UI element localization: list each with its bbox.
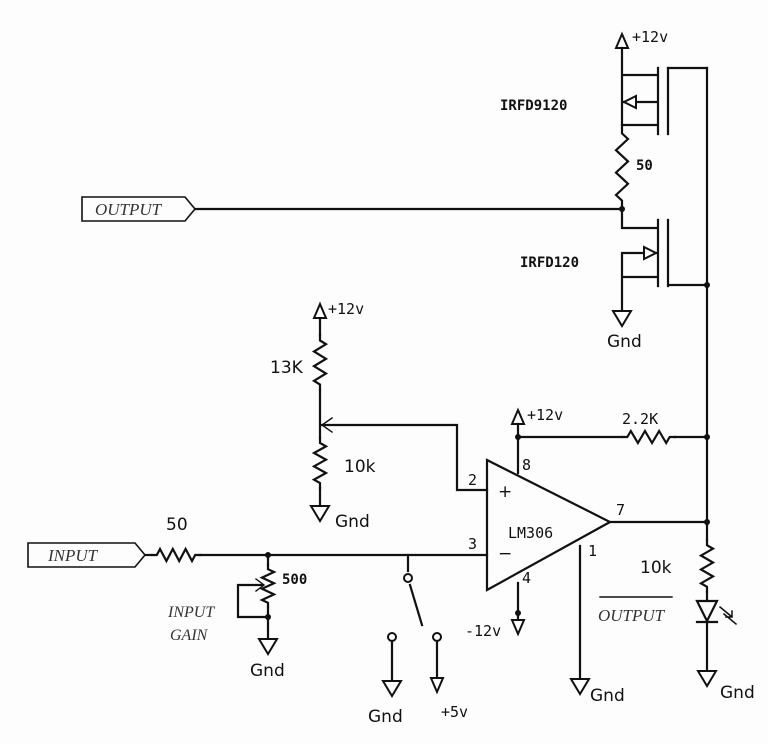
input-gain-label-1: INPUT (167, 604, 215, 621)
neg-supply-arrow-icon (510, 619, 526, 637)
gate-resistor (614, 123, 630, 211)
led (695, 590, 738, 672)
switch-ground-label: Gnd (368, 707, 403, 727)
ground-icon (569, 678, 591, 696)
minus-sign: − (498, 544, 512, 564)
resistor-10k-led (698, 538, 716, 594)
light-emission-icon (718, 605, 738, 626)
inverted-output-label: OUTPUT (598, 606, 666, 625)
input-switch[interactable] (387, 553, 442, 682)
resistor-10k-led-label: 10k (640, 558, 672, 578)
plus-sign: + (498, 482, 512, 502)
supply-arrow-icon (429, 677, 445, 695)
output-port[interactable]: OUTPUT (81, 196, 197, 222)
ground-icon (309, 505, 331, 523)
resistor-13k (311, 333, 329, 392)
pin1-ground-label: Gnd (590, 686, 625, 706)
ground-icon (611, 310, 633, 328)
wiper-wire (320, 423, 489, 492)
input-port[interactable]: INPUT (27, 542, 147, 568)
pin-8-label: 8 (522, 456, 531, 474)
bias-supply-label: +12v (328, 300, 364, 318)
ground-icon (696, 670, 718, 688)
pmos-part-label: IRFD9120 (500, 98, 567, 114)
resistor-10k-bias-label: 10k (344, 457, 376, 477)
supply-arrow-icon (510, 407, 526, 425)
supply-arrow-icon (614, 31, 630, 49)
pmos-transistor (614, 31, 709, 136)
nmos-ground-label: Gnd (607, 332, 642, 352)
opamp-pos-supply-label: +12v (527, 406, 563, 424)
pin-3-label: 3 (468, 535, 477, 553)
pin-7-label: 7 (616, 501, 625, 519)
input-gain-label-2: GAIN (170, 627, 209, 644)
nmos-part-label: IRFD120 (520, 255, 579, 271)
arrow-icon (643, 245, 659, 261)
bias-ground-label: Gnd (335, 512, 370, 532)
resistor-13k-label: 13K (270, 358, 304, 378)
wiper-arrow-icon (320, 417, 333, 433)
opamp-neg-supply-label: -12v (465, 622, 501, 640)
input-resistor-label: 50 (166, 515, 188, 535)
pot-wiper-arrow-icon (255, 578, 266, 592)
switch-supply-label: +5v (441, 703, 468, 721)
resistor-10k-bias (311, 436, 329, 490)
input-resistor (150, 546, 202, 564)
opamp-part-label: LM306 (508, 524, 553, 542)
supply-arrow-icon (312, 301, 328, 319)
gain-pot-label: 500 (282, 572, 307, 588)
resistor-2k2 (620, 428, 677, 446)
gain-ground-label: Gnd (250, 661, 285, 681)
gate-resistor-label: 50 (636, 158, 653, 174)
nmos-transistor (611, 207, 709, 328)
resistor-2k2-label: 2.2K (622, 410, 658, 428)
ground-icon (381, 680, 403, 698)
pin-4-label: 4 (522, 569, 531, 587)
opamp-lm306: + − LM306 2 3 8 4 7 1 (468, 456, 625, 592)
led-ground-label: Gnd (720, 683, 755, 703)
arrow-icon (621, 94, 637, 110)
pin-1-label: 1 (588, 542, 597, 560)
input-port-label: INPUT (47, 546, 99, 565)
output-port-label: OUTPUT (95, 200, 163, 219)
pmos-supply-label: +12v (632, 28, 668, 46)
gain-pot[interactable] (259, 563, 277, 609)
ground-icon (257, 638, 279, 656)
pin-2-label: 2 (468, 471, 477, 489)
